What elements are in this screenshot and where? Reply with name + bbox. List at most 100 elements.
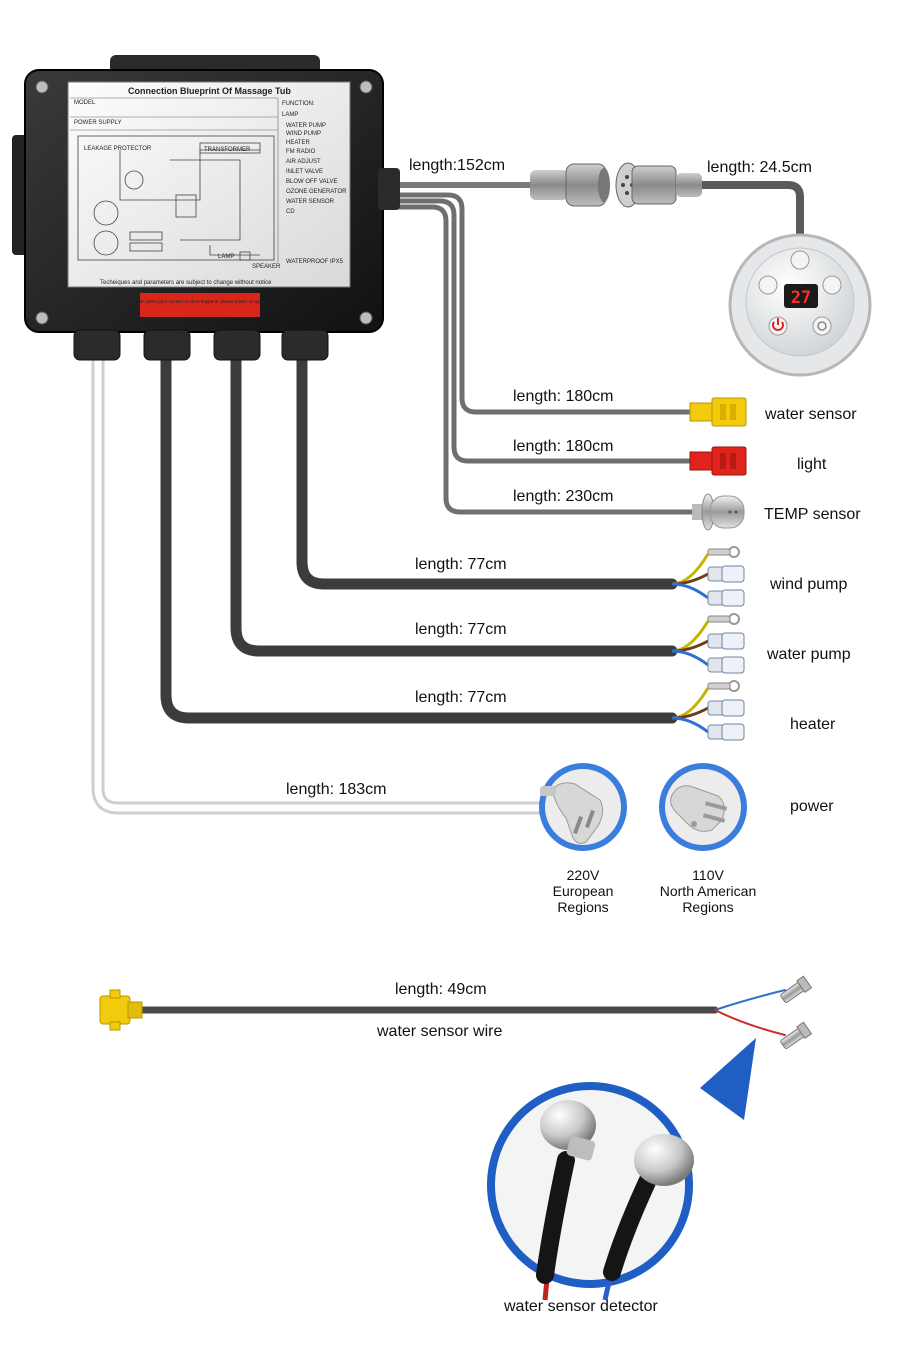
spade-terminal bbox=[721, 565, 745, 583]
water-pump-terminals bbox=[671, 613, 745, 674]
heater-cable bbox=[160, 339, 678, 724]
detector-label: water sensor detector bbox=[503, 1298, 659, 1315]
detector-probes-small bbox=[780, 975, 813, 1049]
panel-function: OZONE GENERATOR bbox=[286, 189, 347, 195]
panel-cable bbox=[696, 181, 804, 249]
na-plug bbox=[659, 763, 747, 851]
ground-lead bbox=[671, 553, 710, 586]
power-icon bbox=[772, 318, 784, 331]
eu-plug-voltage: 220V bbox=[567, 867, 600, 883]
labels: length:152cm length: 24.5cm length: 180c… bbox=[286, 157, 861, 1315]
ground-lead bbox=[671, 620, 710, 653]
ring-terminal-sleeve bbox=[707, 615, 731, 623]
ring-terminal-sleeve bbox=[707, 548, 731, 556]
light-connector bbox=[689, 446, 747, 476]
neutral-lead bbox=[671, 649, 709, 667]
massage-button[interactable] bbox=[758, 275, 778, 295]
spade-terminal bbox=[721, 656, 745, 674]
na-plug-region-line2: Regions bbox=[682, 899, 733, 915]
panel-function: WATER PUMP bbox=[286, 123, 326, 129]
panel-warning: Note: when poor contact or short happens… bbox=[134, 299, 266, 304]
power-button[interactable] bbox=[768, 316, 788, 336]
round-connector-female bbox=[530, 163, 610, 207]
panel-function: CD bbox=[286, 209, 295, 215]
panel-function: WIND PUMP bbox=[286, 131, 321, 137]
neutral-lead bbox=[671, 716, 709, 734]
ground-lead bbox=[671, 687, 710, 720]
water-sensor-name: water sensor bbox=[764, 406, 857, 423]
panel-cable-length: length: 24.5cm bbox=[707, 159, 812, 176]
panel-lamp: LAMP bbox=[218, 254, 234, 260]
controller-box: Connection Blueprint Of Massage Tub MODE… bbox=[12, 55, 400, 361]
temp-sensor-name: TEMP sensor bbox=[764, 506, 861, 523]
neutral-lead bbox=[671, 582, 709, 600]
light-length: length: 180cm bbox=[513, 438, 614, 455]
water-pump-cable bbox=[230, 339, 678, 657]
bubble-button[interactable] bbox=[822, 275, 842, 295]
water-pump-name: water pump bbox=[766, 646, 851, 663]
water-sensor-connector bbox=[689, 397, 747, 427]
heater-name: heater bbox=[790, 716, 836, 733]
power-name: power bbox=[790, 798, 834, 815]
panel-function: AIR ADJUST bbox=[286, 159, 321, 165]
panel-function: LAMP bbox=[282, 112, 298, 118]
panel-waterproof: WATERPROOF IPX5 bbox=[286, 259, 344, 265]
wind-pump-name: wind pump bbox=[769, 576, 847, 593]
box-screws bbox=[35, 80, 373, 325]
wind-pump-length: length: 77cm bbox=[415, 556, 507, 573]
sensor-wire-length: length: 49cm bbox=[395, 981, 487, 998]
panel-function: INLET VALVE bbox=[286, 169, 323, 175]
temp-cable bbox=[389, 204, 695, 515]
jet-button[interactable] bbox=[790, 250, 810, 270]
controller-label-panel: Connection Blueprint Of Massage Tub MODE… bbox=[67, 81, 351, 317]
panel-function: BLOW OFF VALVE bbox=[286, 179, 337, 185]
na-plug-voltage: 110V bbox=[692, 867, 724, 883]
sensor-wire-blue bbox=[714, 989, 786, 1011]
sensor-wire-connector bbox=[99, 989, 143, 1031]
panel-schematic bbox=[77, 135, 275, 261]
round-connector-male bbox=[615, 162, 702, 208]
panel-buttons[interactable] bbox=[758, 250, 842, 336]
eu-plug-region-line2: Regions bbox=[557, 899, 608, 915]
panel-leakage: LEAKAGE PROTECTOR bbox=[84, 146, 152, 152]
heater-terminals bbox=[671, 680, 745, 741]
light-name: light bbox=[797, 456, 827, 473]
water-sensor-cable bbox=[389, 192, 693, 415]
power-length: length: 183cm bbox=[286, 781, 387, 798]
panel-title: Connection Blueprint Of Massage Tub bbox=[128, 86, 291, 96]
spade-terminal bbox=[721, 632, 745, 650]
cables bbox=[91, 181, 804, 1036]
heater-length: length: 77cm bbox=[415, 689, 507, 706]
water-sensor-length: length: 180cm bbox=[513, 388, 614, 405]
terminal-groups bbox=[671, 546, 745, 741]
panel-model: MODEL bbox=[74, 100, 96, 106]
spade-terminal bbox=[721, 589, 745, 607]
panel-speaker: SPEAKER bbox=[252, 264, 281, 270]
panel-function-list: FUNCTION: LAMP WATER PUMP WIND PUMP HEAT… bbox=[282, 101, 347, 215]
eu-plug bbox=[539, 763, 627, 851]
temp-sensor-length: length: 230cm bbox=[513, 488, 614, 505]
temp-sensor-probe bbox=[692, 493, 745, 531]
control-display-panel[interactable]: 27 bbox=[728, 233, 872, 377]
panel-power: POWER SUPPLY bbox=[74, 120, 122, 126]
wind-pump-terminals bbox=[671, 546, 745, 607]
sensor-wire-red bbox=[714, 1009, 786, 1036]
sensor-wire-name: water sensor wire bbox=[376, 1023, 502, 1040]
na-plug-region-line1: North American bbox=[660, 883, 756, 899]
spade-terminal bbox=[721, 723, 745, 741]
panel-function: WATER SENSOR bbox=[286, 199, 335, 205]
eu-plug-region-line1: European bbox=[553, 883, 614, 899]
wind-pump-cable bbox=[296, 339, 678, 590]
cable-glands bbox=[73, 329, 329, 361]
light-cable bbox=[389, 198, 693, 464]
panel-function: HEATER bbox=[286, 140, 311, 146]
heat-icon bbox=[817, 321, 827, 331]
panel-function: FM RADIO bbox=[286, 149, 316, 155]
display-readout: 27 bbox=[791, 288, 811, 308]
water-pump-length: length: 77cm bbox=[415, 621, 507, 638]
spade-terminal bbox=[721, 699, 745, 717]
control-cable-length: length:152cm bbox=[409, 157, 505, 174]
heat-button[interactable] bbox=[812, 316, 832, 336]
panel-transformer: TRANSFORMER bbox=[204, 147, 251, 153]
